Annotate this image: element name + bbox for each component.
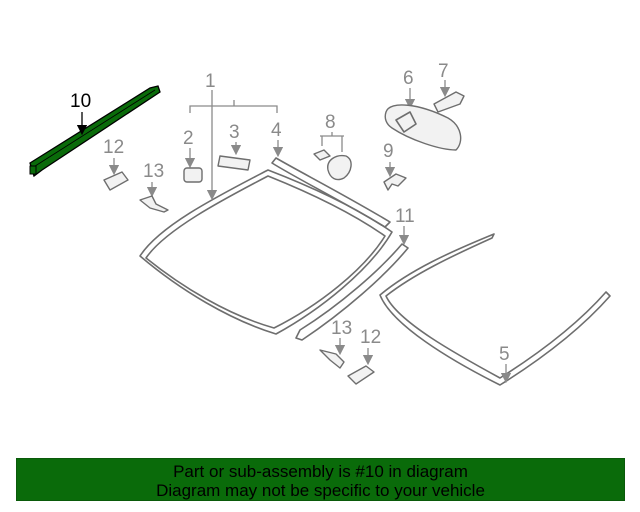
callout-3: 3 [229, 122, 240, 143]
callout-2: 2 [183, 128, 194, 149]
callout-11: 11 [395, 206, 415, 227]
part-12-clip-upper[interactable] [103, 171, 129, 191]
part-12-clip-lower[interactable] [347, 365, 375, 385]
part-4-upper-molding[interactable] [271, 157, 391, 228]
callout-13-upper: 13 [143, 161, 164, 182]
callout-9: 9 [383, 141, 394, 162]
banner-line-1: Part or sub-assembly is #10 in diagram [173, 462, 468, 481]
leader-8 [320, 132, 344, 152]
callout-5: 5 [499, 344, 510, 365]
part-8-sensor[interactable] [327, 154, 352, 181]
part-3-label[interactable] [217, 155, 251, 171]
part-13-fastener-lower[interactable] [319, 349, 345, 369]
callout-7: 7 [438, 61, 449, 82]
callout-8: 8 [325, 112, 336, 133]
callout-1: 1 [205, 71, 216, 92]
part-6-rearview-mirror[interactable] [384, 104, 462, 151]
part-11-side-molding[interactable] [295, 243, 409, 341]
callout-10: 10 [70, 91, 91, 112]
callout-4: 4 [271, 120, 282, 141]
part-7-mount[interactable] [433, 91, 465, 113]
part-1-windshield[interactable] [139, 169, 393, 335]
callout-6: 6 [403, 68, 414, 89]
callout-13-lower: 13 [331, 318, 352, 339]
part-2-clip[interactable] [183, 167, 203, 183]
part-10-molding[interactable] [29, 85, 161, 178]
callout-12-upper: 12 [103, 137, 124, 158]
leader-bracket-1 [189, 105, 278, 113]
banner-line-2: Diagram may not be specific to your vehi… [156, 481, 485, 500]
part-13-fastener-upper[interactable] [139, 195, 169, 213]
part-5-weatherstrip[interactable] [379, 233, 611, 386]
callout-12-lower: 12 [360, 327, 381, 348]
part-8-pad[interactable] [313, 149, 331, 161]
part-9-cover[interactable] [383, 173, 407, 191]
info-banner: Part or sub-assembly is #10 in diagram D… [16, 458, 625, 501]
